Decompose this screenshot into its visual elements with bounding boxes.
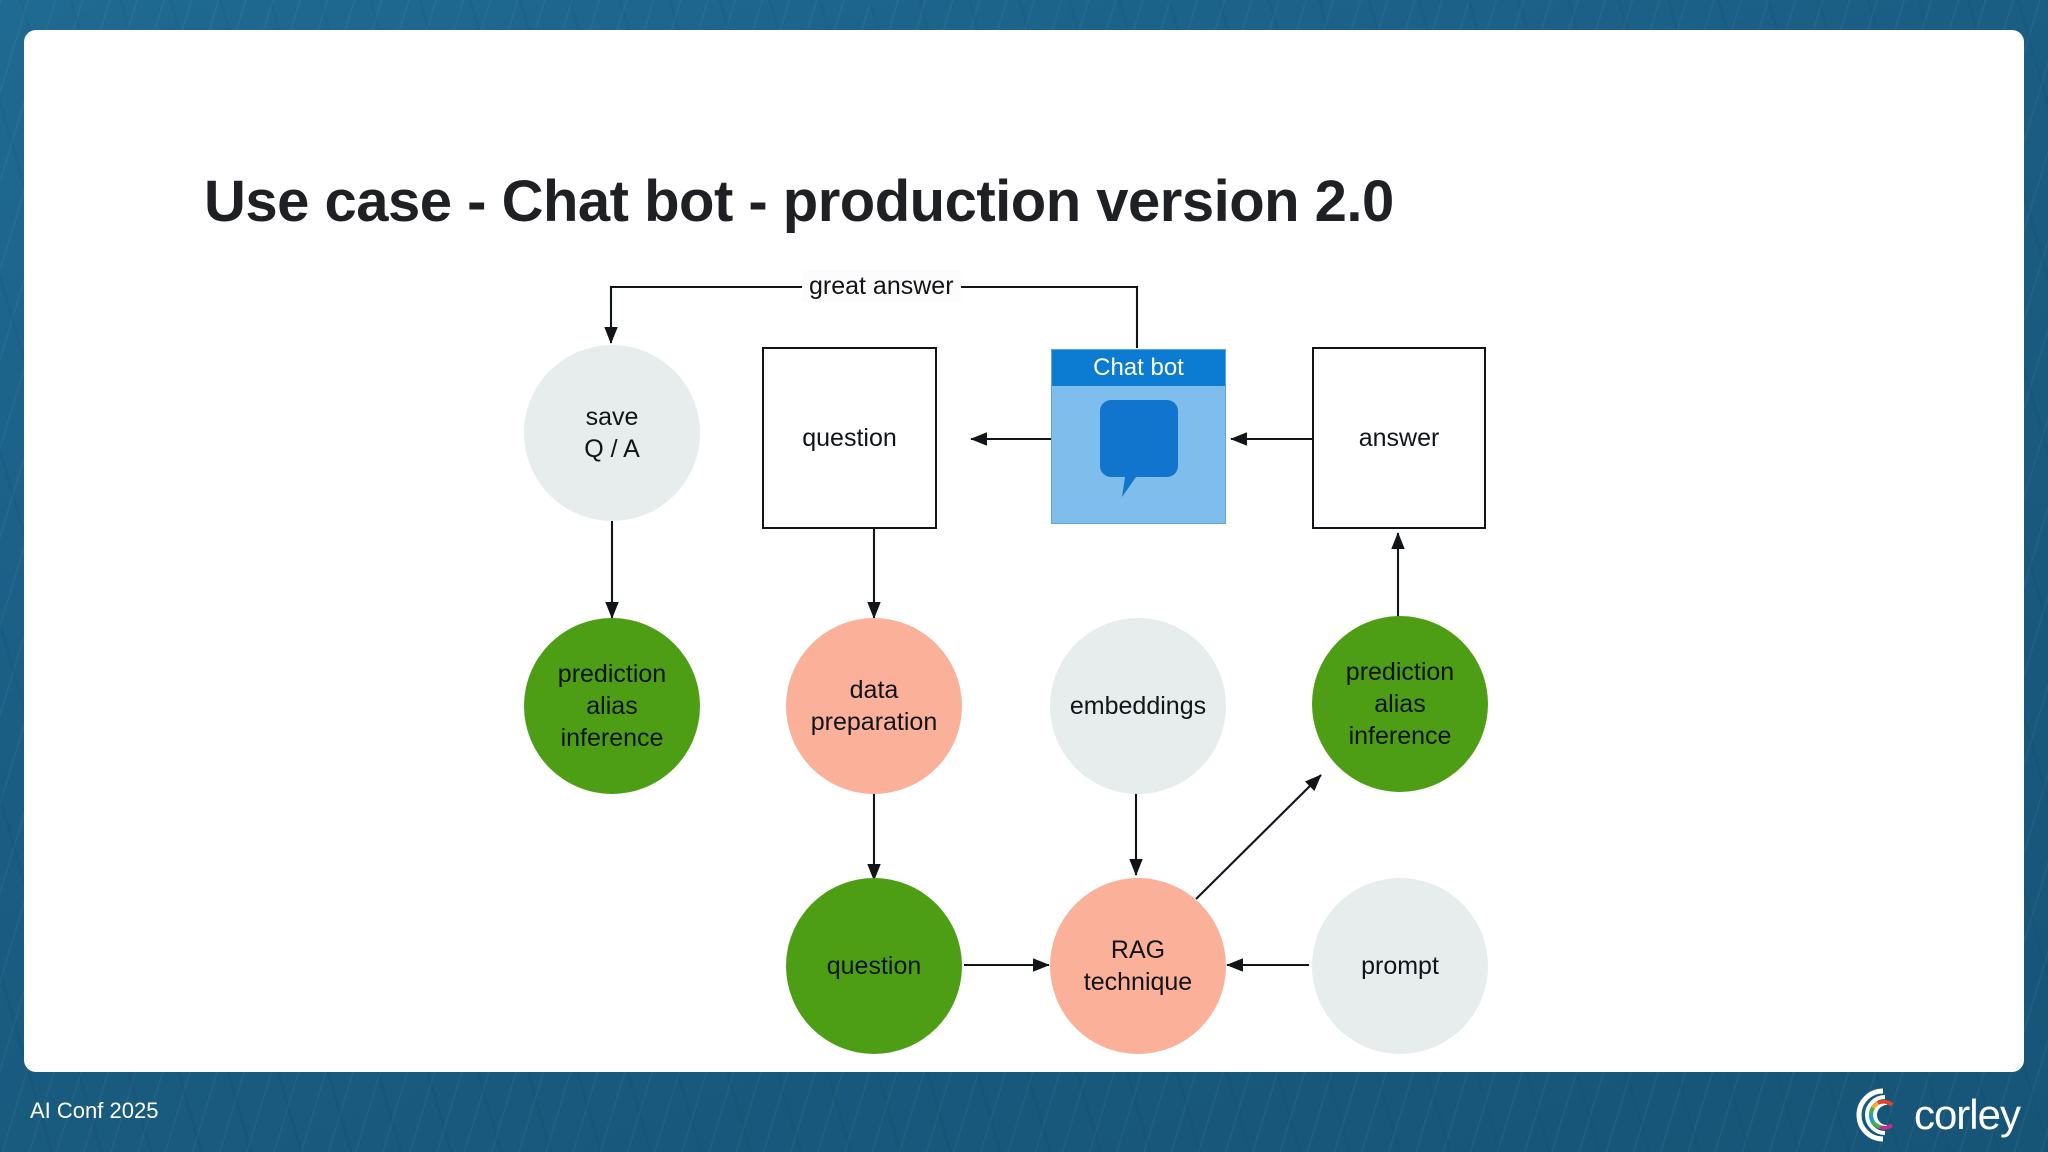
- chatbot-title-label: Chat bot: [1093, 354, 1184, 381]
- node-prediction-left-line2: alias: [586, 692, 638, 720]
- node-data-preparation-line1: data: [849, 676, 899, 704]
- diagram-connectors: [604, 285, 1405, 972]
- slide-card: Use case - Chat bot - production version…: [24, 30, 2024, 1072]
- chatbot-body: [1052, 386, 1225, 523]
- brand-logo: corley: [1854, 1086, 2021, 1144]
- node-chatbot-window[interactable]: Chat bot: [1051, 349, 1226, 524]
- node-save-qa-line2: Q / A: [584, 435, 640, 463]
- node-prompt[interactable]: prompt: [1312, 878, 1488, 1054]
- node-data-preparation-line2: preparation: [810, 708, 938, 736]
- node-question-green-label: question: [826, 952, 922, 980]
- node-prediction-left-line1: prediction: [557, 660, 667, 688]
- node-rag-line2: technique: [1083, 968, 1193, 996]
- node-embeddings[interactable]: embeddings: [1050, 618, 1226, 794]
- node-answer-box-label: answer: [1358, 424, 1440, 452]
- edge-label-great-answer: great answer: [802, 271, 961, 302]
- node-prediction-alias-inference-left[interactable]: prediction alias inference: [524, 618, 700, 794]
- node-prompt-label: prompt: [1361, 952, 1439, 980]
- speech-bubble-icon: [1099, 400, 1178, 497]
- node-prediction-right-line3: inference: [1348, 722, 1452, 750]
- edge-rag-to-prediction-right: [1195, 774, 1322, 900]
- node-data-preparation[interactable]: data preparation: [786, 618, 962, 794]
- node-question-box[interactable]: question: [762, 347, 937, 529]
- corley-c-mark-icon: [1856, 1088, 1894, 1142]
- footer-conference-label: AI Conf 2025: [30, 1098, 159, 1123]
- node-embeddings-label: embeddings: [1069, 692, 1207, 720]
- chatbot-titlebar: Chat bot: [1052, 350, 1225, 386]
- node-question-green[interactable]: question: [786, 878, 962, 1054]
- node-answer-box[interactable]: answer: [1312, 347, 1486, 529]
- node-prediction-right-line1: prediction: [1345, 658, 1455, 686]
- node-save-qa-line1: save: [585, 403, 639, 431]
- node-rag-technique[interactable]: RAG technique: [1050, 878, 1226, 1054]
- node-rag-line1: RAG: [1110, 936, 1166, 964]
- brand-wordmark: corley: [1913, 1091, 2021, 1138]
- page-title: Use case - Chat bot - production version…: [204, 169, 1394, 234]
- node-save-qa[interactable]: save Q / A: [524, 345, 700, 521]
- node-prediction-right-line2: alias: [1374, 690, 1426, 718]
- footer-bar: AI Conf 2025 corley: [0, 1072, 2048, 1152]
- node-question-box-label: question: [802, 424, 897, 452]
- node-prediction-alias-inference-right[interactable]: prediction alias inference: [1312, 616, 1488, 792]
- node-prediction-left-line3: inference: [560, 724, 664, 752]
